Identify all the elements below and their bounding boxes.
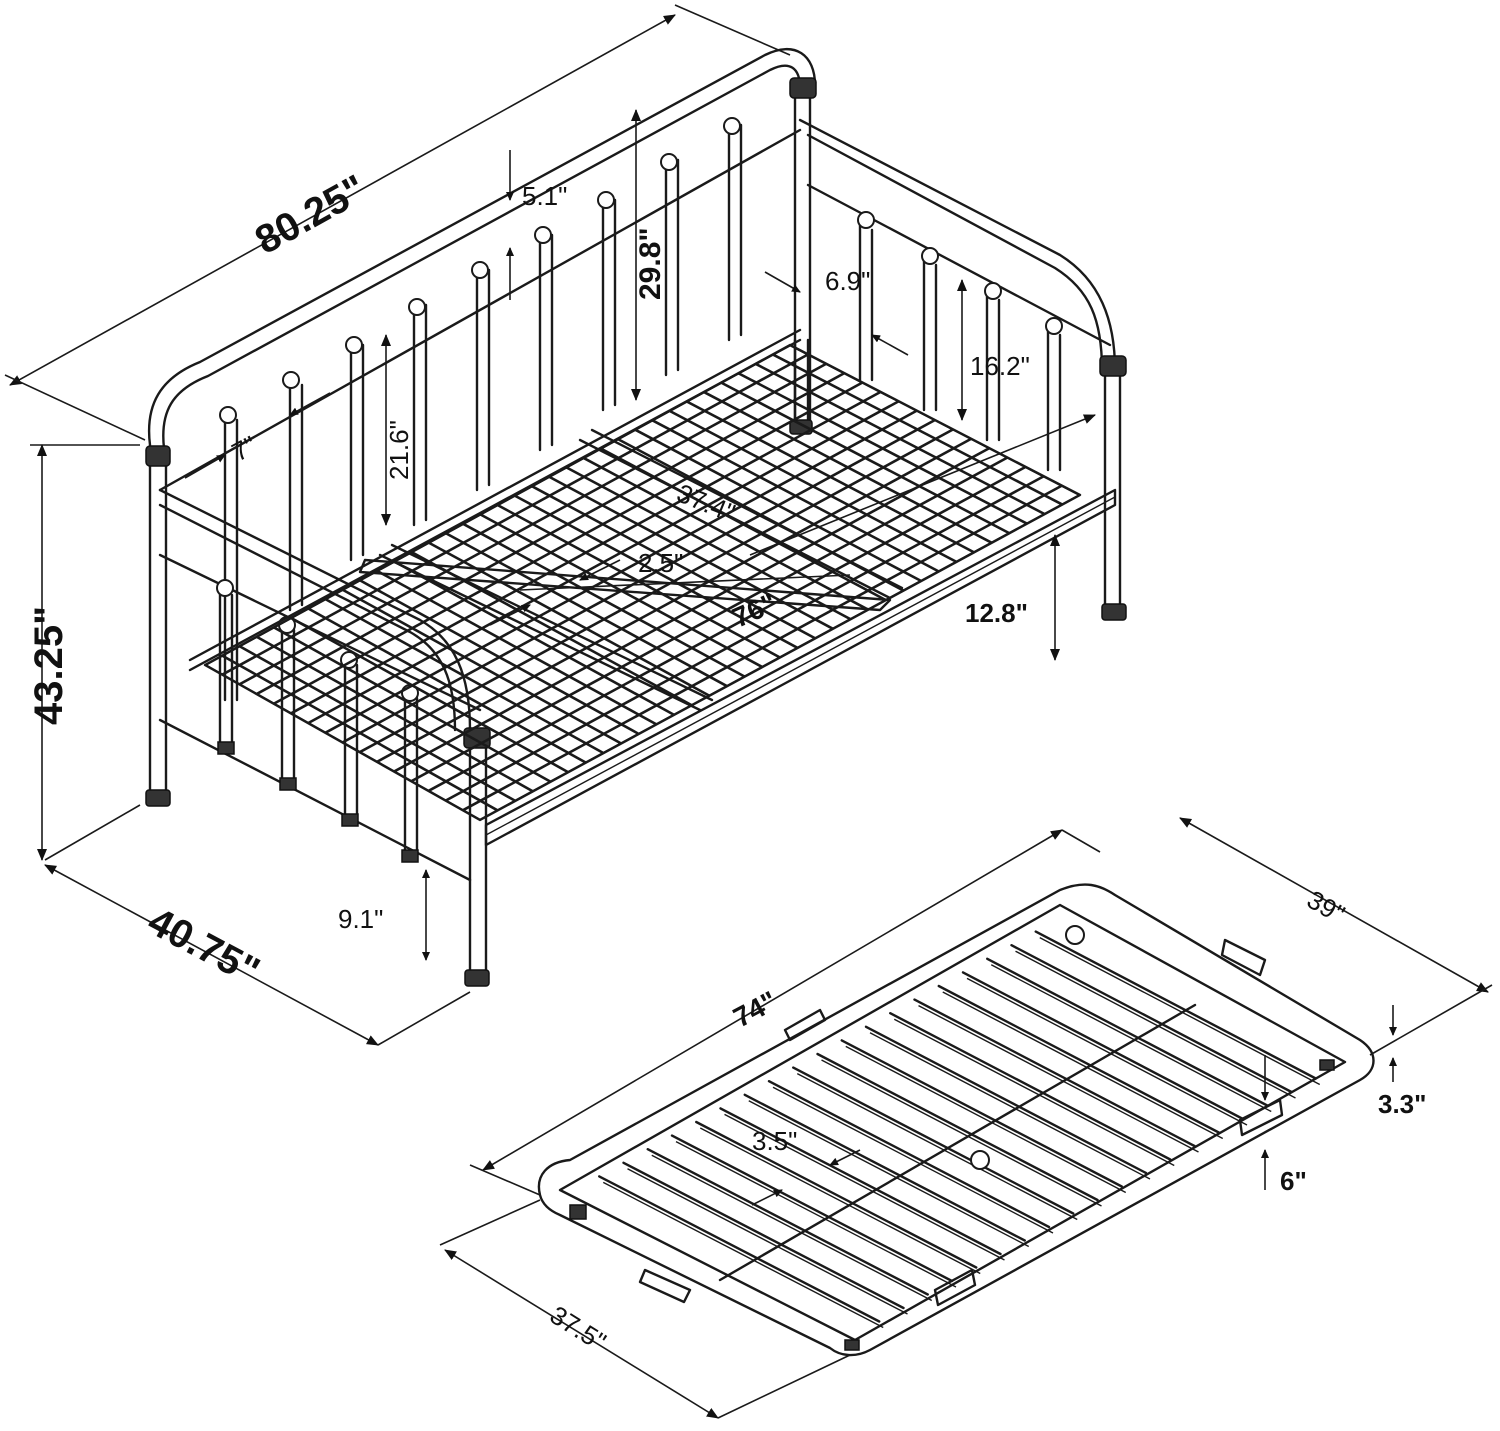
trundle-slat xyxy=(598,1175,881,1323)
trundle-slat xyxy=(646,1147,929,1296)
trundle-slat-edge xyxy=(675,1140,957,1288)
grid-wire xyxy=(359,428,954,754)
label-side-height: 16.2" xyxy=(970,351,1030,381)
label-slat-gap: 2.5" xyxy=(638,548,683,578)
trundle-slat xyxy=(622,1161,905,1310)
label-trundle-slat-gap: 3.5" xyxy=(752,1126,797,1156)
label-trundle-leg-height: 6" xyxy=(1280,1166,1307,1196)
label-inner-length: 76" xyxy=(728,587,781,633)
label-trundle-inner-width: 37.5" xyxy=(545,1300,612,1357)
grid-wire xyxy=(255,371,845,696)
trundle-slat-edge xyxy=(627,1168,908,1315)
label-overall-length: 80.25" xyxy=(248,167,373,263)
grid-wire xyxy=(273,381,864,705)
label-overall-depth: 40.75" xyxy=(141,899,267,994)
label-trundle-frame-depth: 3.3" xyxy=(1378,1089,1426,1119)
trundle-slat xyxy=(670,1134,954,1283)
label-side-spindle-gap: 6.9" xyxy=(825,266,870,296)
label-rail-height: 12.8" xyxy=(965,598,1028,628)
trundle-slat xyxy=(1034,930,1317,1080)
label-trundle-length: 74" xyxy=(728,985,782,1033)
trundle-slat-edge xyxy=(651,1154,933,1302)
trundle-slat-edge xyxy=(1039,936,1321,1086)
trundle-slat-edge xyxy=(602,1181,884,1329)
grid-wire xyxy=(410,456,1009,783)
label-back-spindle-gap: 5.1" xyxy=(522,181,567,211)
grid-wire xyxy=(445,475,1045,802)
grid-wire xyxy=(393,446,990,773)
grid-wire xyxy=(290,390,882,715)
grid-wire xyxy=(307,400,900,725)
trundle-drawing xyxy=(537,883,1375,1357)
label-ground-clearance: 9.1" xyxy=(338,904,383,934)
grid-wire xyxy=(427,465,1027,793)
trundle-slats xyxy=(598,930,1321,1329)
grid-wire xyxy=(238,362,827,686)
grid-wire xyxy=(376,437,972,764)
trundle-slat-edge xyxy=(966,977,1248,1126)
trundle-slat-edge xyxy=(1015,950,1296,1099)
side-spindles xyxy=(857,211,1063,472)
dimension-lines xyxy=(4,4,1493,1419)
grid-wire xyxy=(221,353,809,676)
grid-wire xyxy=(324,409,918,734)
label-back-height: 29.8" xyxy=(634,227,667,300)
dimension-labels: 80.25" 43.25" 40.75" 5.1" 29.8" 7" 21.6"… xyxy=(27,167,1426,1357)
label-overall-height: 43.25" xyxy=(27,606,71,725)
grid-wire xyxy=(462,484,1063,812)
label-arm-height: 21.6" xyxy=(384,420,414,480)
trundle-slat-edge xyxy=(990,964,1272,1113)
